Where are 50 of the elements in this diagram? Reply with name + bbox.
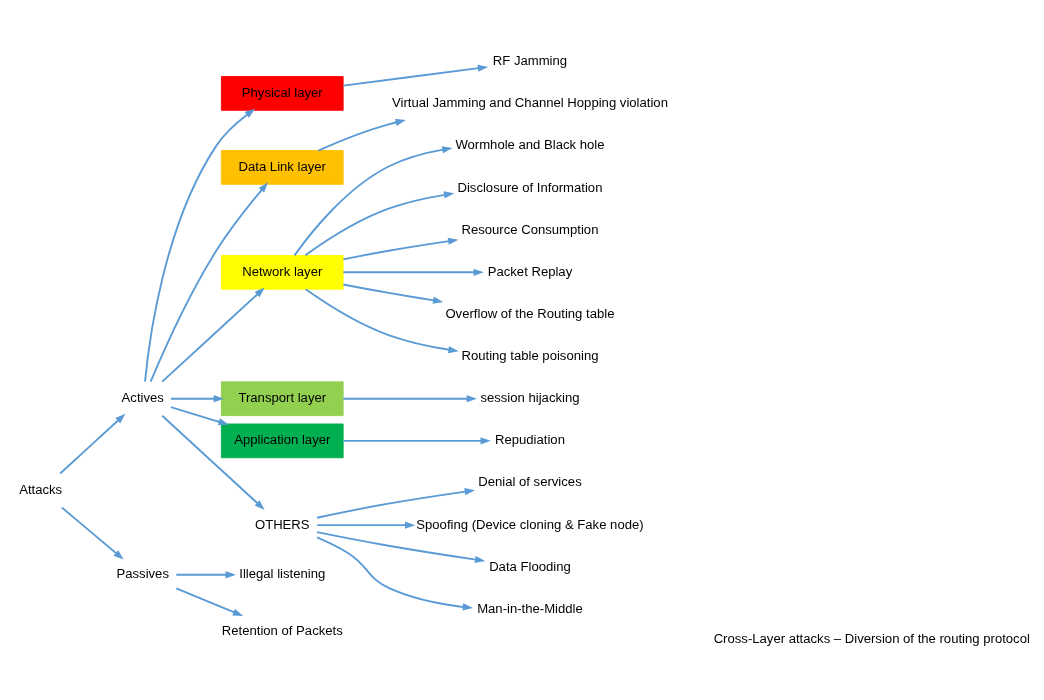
- node-box: Application layer: [220, 423, 344, 458]
- node-text: RF Jamming: [492, 52, 568, 68]
- arrow: [317, 118, 406, 151]
- node-box: Transport layer: [220, 380, 344, 416]
- arrow: [316, 536, 473, 610]
- arrow: [59, 413, 126, 474]
- arrow: [342, 283, 444, 304]
- node-text: Overflow of the Routing table: [445, 305, 615, 321]
- node-text: Spoofing (Device cloning & Fake node): [416, 516, 644, 532]
- arrow: [342, 237, 459, 260]
- node-text: Resource Consumption: [461, 221, 599, 237]
- arrow: [60, 506, 124, 560]
- node-text: Retention of Packets: [221, 622, 343, 638]
- arrow: [144, 108, 256, 383]
- arrow: [175, 570, 236, 578]
- node-box: Physical layer: [220, 75, 344, 111]
- node-text: Actives: [121, 389, 164, 405]
- node-text: Attacks: [19, 481, 63, 497]
- node-text: Repudiation: [494, 431, 565, 447]
- node-box: Data Link layer: [220, 149, 344, 185]
- node-text: Virtual Jamming and Channel Hopping violation: [391, 94, 668, 110]
- node-text: Data Flooding: [489, 558, 571, 574]
- arrow: [169, 405, 229, 425]
- arrow: [342, 436, 491, 444]
- arrow: [316, 530, 486, 563]
- arrow: [169, 394, 224, 402]
- arrow: [293, 145, 453, 256]
- arrow: [161, 287, 265, 383]
- arrow: [342, 64, 489, 87]
- arrow: [175, 586, 244, 616]
- arrow: [316, 521, 416, 529]
- node-box: Network layer: [220, 254, 344, 290]
- arrow: [149, 181, 269, 383]
- node-text: Disclosure of Information: [457, 178, 603, 194]
- node-text: Routing table poisoning: [461, 347, 599, 363]
- node-text: Illegal listening: [239, 565, 326, 581]
- node-text: Packet Replay: [487, 263, 573, 279]
- arrow: [342, 394, 477, 402]
- node-text: Wormhole and Black hole: [455, 136, 605, 152]
- arrow: [316, 487, 475, 519]
- label: Cross-Layer attacks – Diversion of the routing protocol: [713, 630, 1030, 646]
- node-text: Man-in-the-Middle: [477, 600, 583, 616]
- arrow: [342, 268, 484, 276]
- arrow: [304, 190, 455, 256]
- node-text: Denial of services: [478, 473, 582, 489]
- node-text: OTHERS: [254, 516, 310, 532]
- arrow: [161, 414, 265, 510]
- node-text: session hijacking: [480, 389, 580, 405]
- arrow: [304, 287, 459, 353]
- node-text: Passives: [116, 565, 169, 581]
